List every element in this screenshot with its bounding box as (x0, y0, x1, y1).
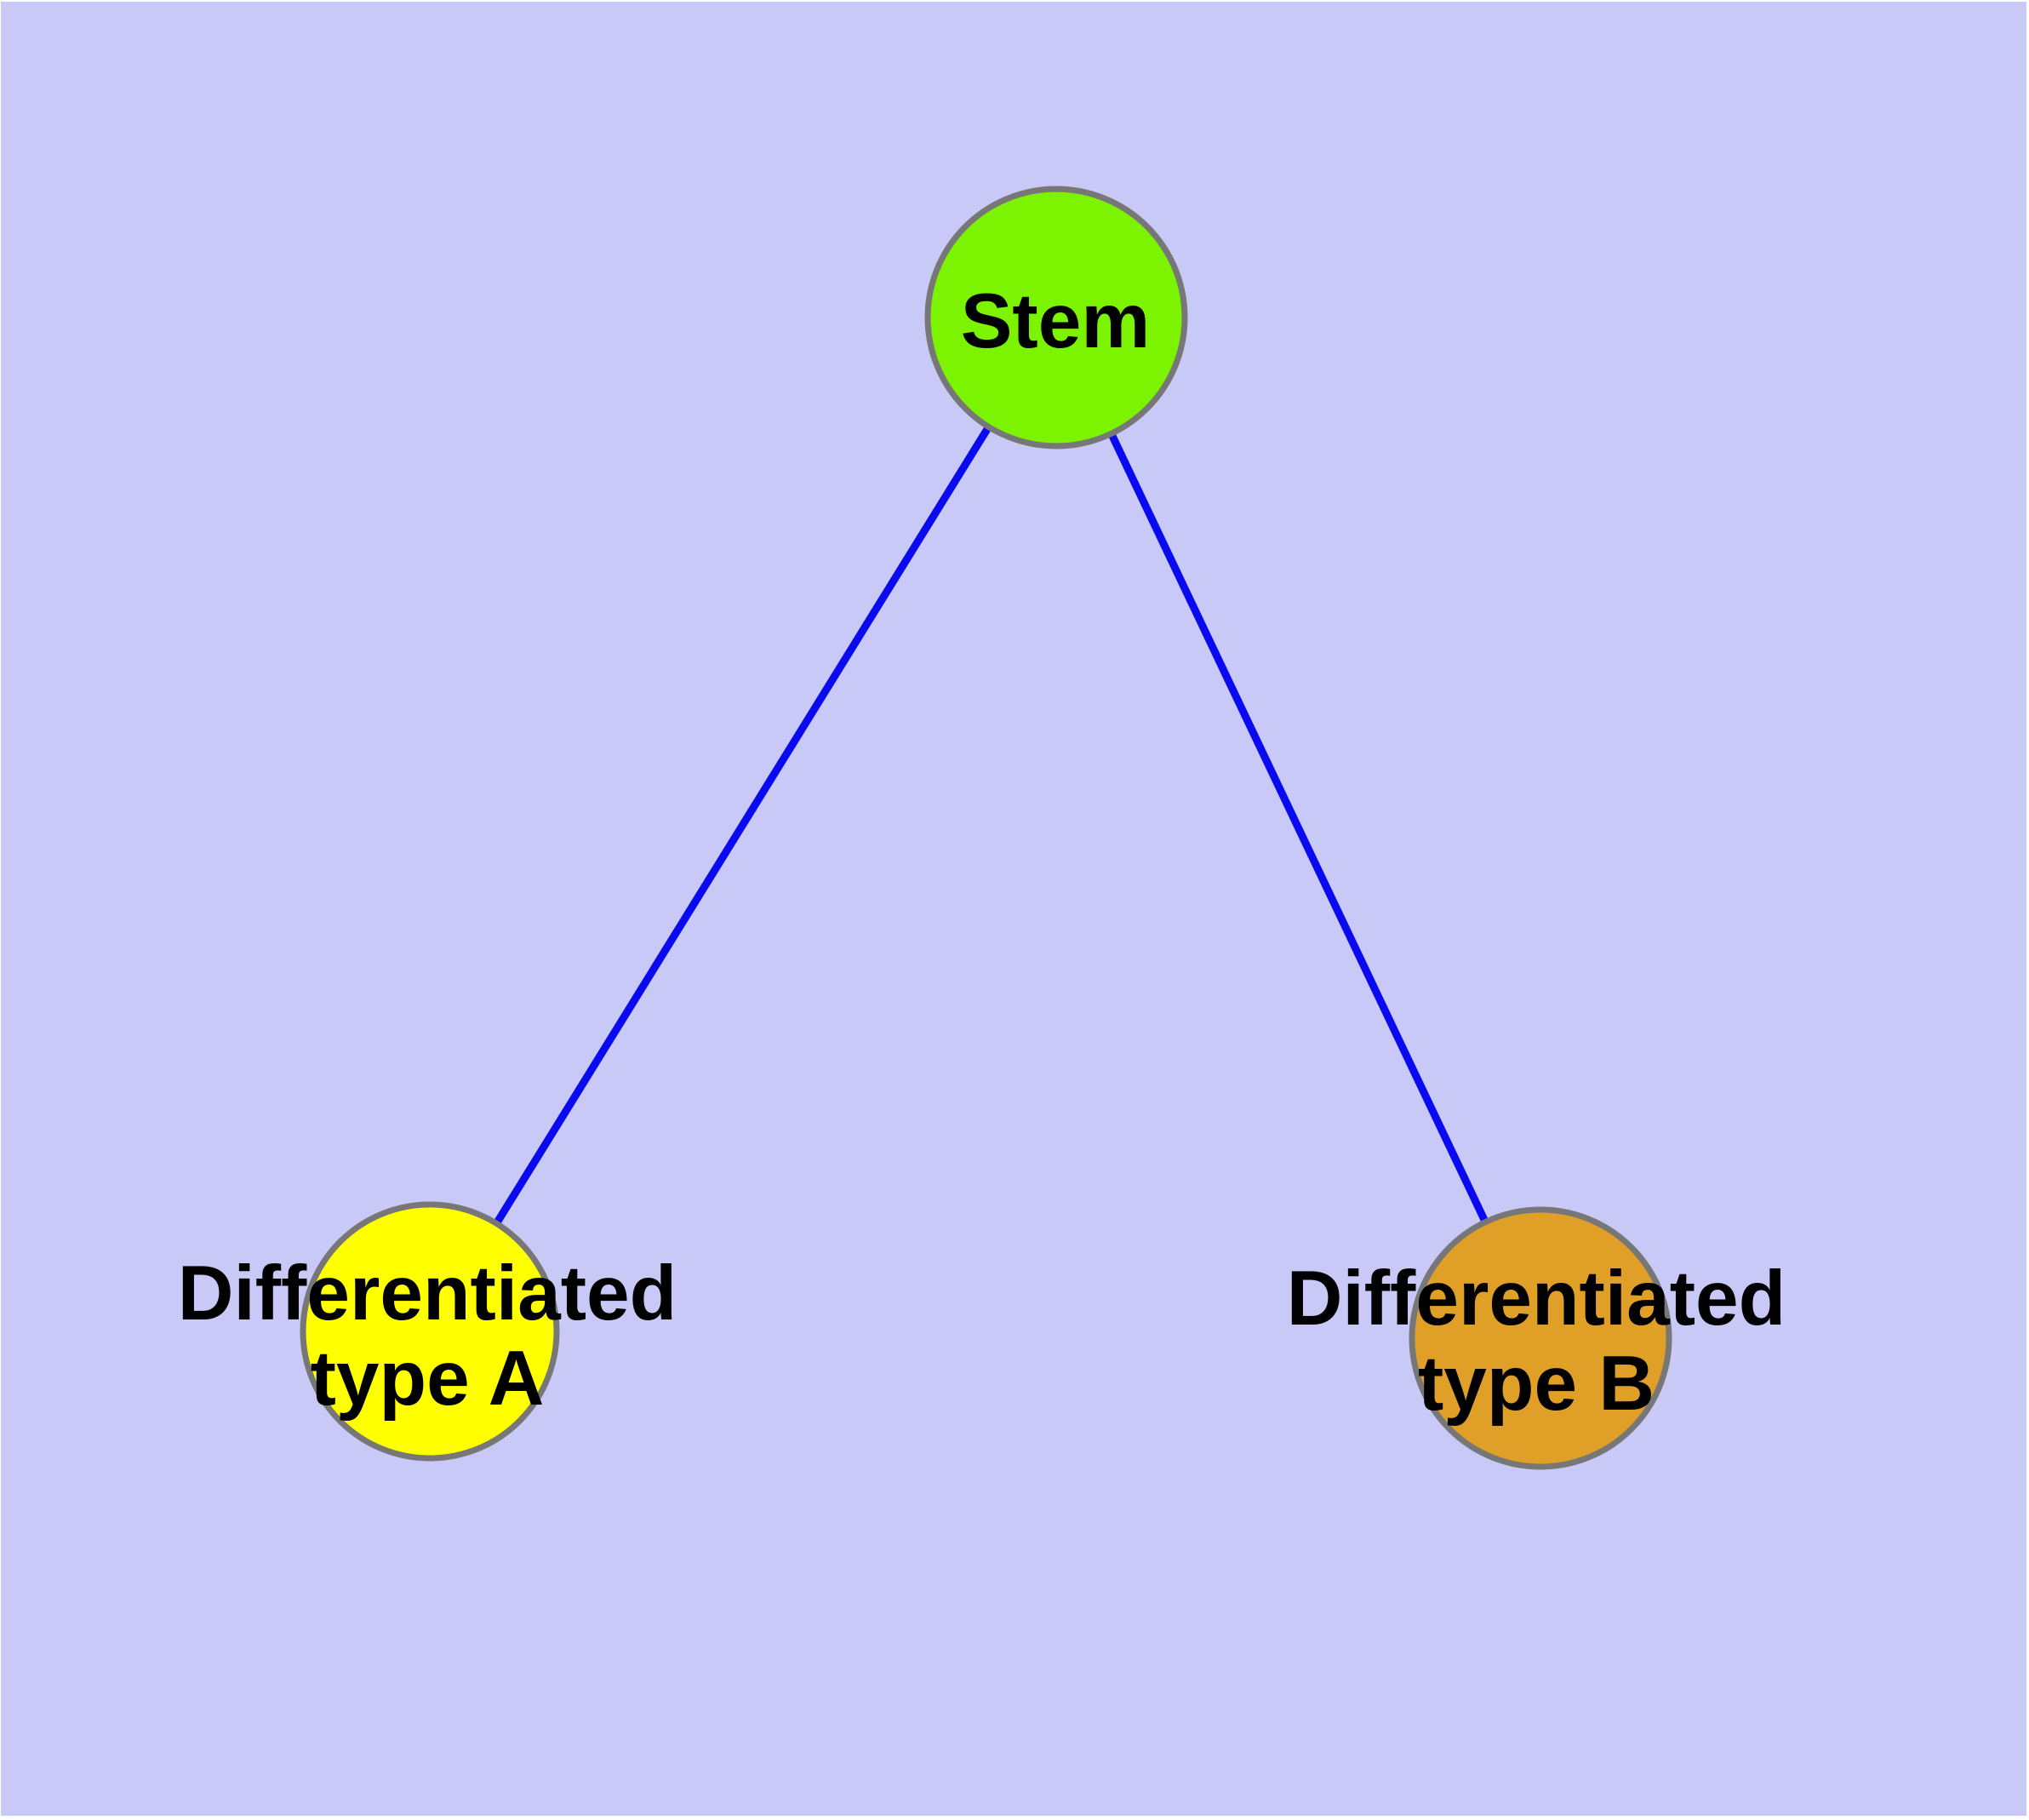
node-differentiated-type-a-circle (300, 1201, 560, 1462)
edges (426, 313, 1545, 1342)
node-stem-label: Stem (961, 278, 1151, 364)
node-differentiated-type-b-label-line1: Differentiated (1287, 1256, 1786, 1342)
node-differentiated-type-b: Differentiated type B (1287, 1206, 1786, 1470)
edge-stem-to-type-a (426, 313, 1060, 1336)
node-stem: Stem (924, 186, 1188, 449)
node-differentiated-type-b-label-line2: type B (1418, 1341, 1655, 1427)
node-differentiated-type-a-label-line1: Differentiated (178, 1251, 677, 1336)
node-stem-circle (924, 186, 1188, 449)
node-differentiated-type-a-label-line2: type A (311, 1336, 545, 1422)
edge-stem-to-type-b (1052, 313, 1545, 1342)
node-differentiated-type-a: Differentiated type A (178, 1201, 677, 1462)
node-differentiated-type-b-circle (1409, 1206, 1672, 1470)
